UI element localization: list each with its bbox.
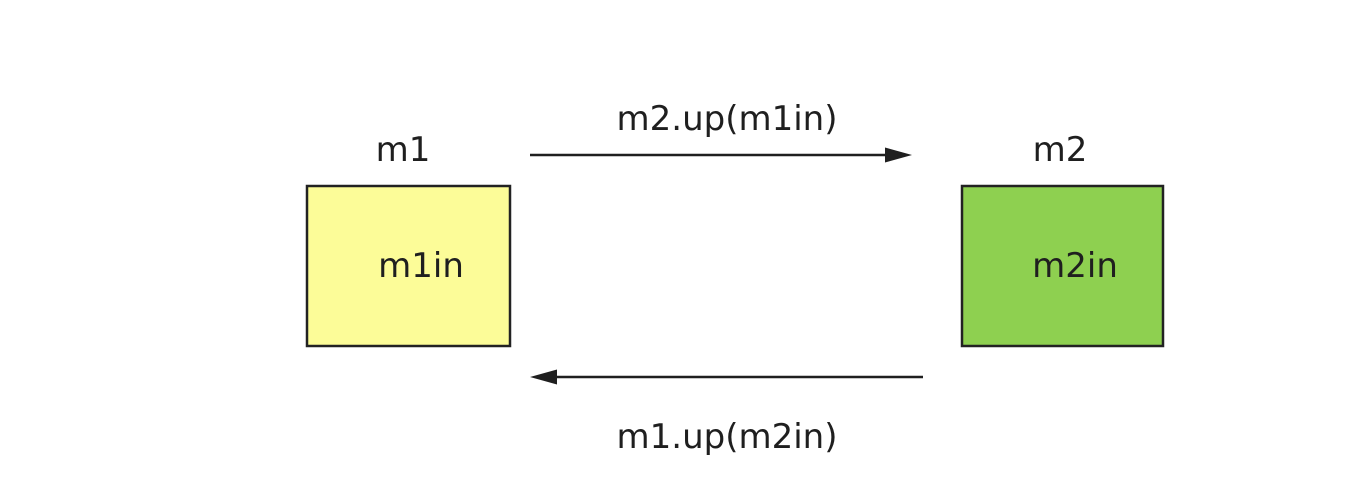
- node-m2: m2 m2in: [960, 130, 1165, 348]
- right-arrowhead-icon: [885, 147, 912, 163]
- node-m1-box: [305, 184, 512, 348]
- node-m2-box: [960, 184, 1165, 348]
- node-m2-label: m2in: [1032, 246, 1118, 286]
- edge-m2-to-m1-label: m1.up(m2in): [617, 417, 838, 457]
- node-m2-title: m2: [1033, 130, 1088, 170]
- node-m1-label: m1in: [378, 246, 464, 286]
- node-m1: m1 m1in: [305, 130, 512, 348]
- edge-m1-to-m2: m2.up(m1in): [530, 99, 912, 163]
- edge-m2-to-m1: m1.up(m2in): [530, 369, 923, 457]
- left-arrowhead-icon: [530, 369, 557, 385]
- edge-m1-to-m2-label: m2.up(m1in): [617, 99, 838, 139]
- node-m1-title: m1: [376, 130, 431, 170]
